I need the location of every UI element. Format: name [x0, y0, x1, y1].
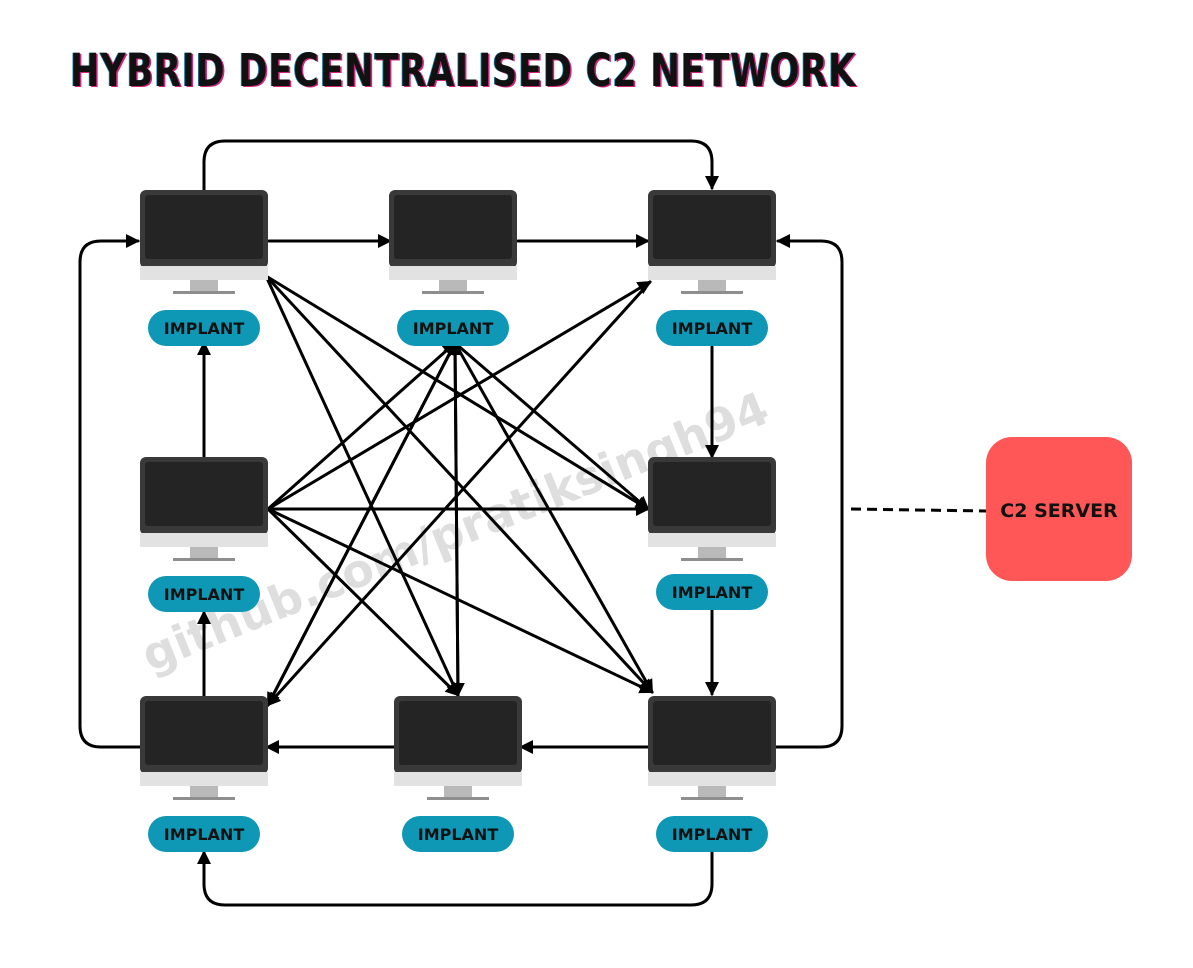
edge-bottom-right-to-top-right: [774, 234, 844, 749]
implant-badge: IMPLANT: [656, 310, 768, 346]
monitor-icon: [140, 190, 268, 294]
c2-server-label: C2 SERVER: [1000, 500, 1118, 522]
edge-bottom-right-to-bottom-left: [197, 849, 714, 907]
implant-badge: IMPLANT: [397, 310, 509, 346]
implant-badge: IMPLANT: [656, 574, 768, 610]
edge-middle-left-to-top-right: [266, 280, 652, 511]
implant-label: IMPLANT: [164, 585, 245, 604]
implant-label: IMPLANT: [413, 319, 494, 338]
edge-top-middle-to-bottom-right: [453, 341, 654, 694]
implant-node-middle-right[interactable]: IMPLANT: [648, 457, 776, 610]
monitor-icon: [648, 457, 776, 561]
implant-badge: IMPLANT: [656, 816, 768, 852]
implant-badge: IMPLANT: [402, 816, 514, 852]
edge-middle-left-to-bottom-right: [266, 507, 654, 694]
c2-server-node[interactable]: C2 SERVER: [986, 437, 1132, 581]
edge-top-left-to-bottom-right: [264, 274, 654, 694]
implant-node-bottom-right[interactable]: IMPLANT: [648, 696, 776, 852]
edge-top-right-to-bottom-left: [266, 280, 652, 707]
implant-badge: IMPLANT: [148, 816, 260, 852]
edge-middle-left-to-top-middle: [266, 341, 457, 511]
implant-label: IMPLANT: [672, 825, 753, 844]
implant-label: IMPLANT: [672, 583, 753, 602]
implant-node-bottom-middle[interactable]: IMPLANT: [394, 696, 522, 852]
edge-bottom-left-to-top-middle: [266, 341, 457, 707]
monitor-icon: [648, 696, 776, 800]
implant-node-middle-left[interactable]: IMPLANT: [140, 457, 268, 612]
implant-node-top-left[interactable]: IMPLANT: [140, 190, 268, 346]
implant-label: IMPLANT: [418, 825, 499, 844]
edge-top-left-to-top-right: [202, 139, 719, 192]
monitor-icon: [140, 696, 268, 800]
edge-top-left-to-bottom-middle: [264, 274, 460, 697]
edge-bottom-left-to-top-left: [78, 234, 142, 749]
implant-node-top-right[interactable]: IMPLANT: [648, 190, 776, 346]
edge-bottom-middle-to-top-middle: [448, 341, 463, 697]
monitor-icon: [140, 457, 268, 561]
implant-label: IMPLANT: [164, 825, 245, 844]
implant-node-bottom-left[interactable]: IMPLANT: [140, 696, 268, 852]
diagram-title: HYBRID DECENTRALISED C2 NETWORK: [70, 44, 857, 97]
implant-badge: IMPLANT: [148, 576, 260, 612]
implant-label: IMPLANT: [164, 319, 245, 338]
implant-label: IMPLANT: [672, 319, 753, 338]
implant-node-top-middle[interactable]: IMPLANT: [389, 190, 517, 346]
monitor-icon: [394, 696, 522, 800]
server-dashed-link: [850, 507, 987, 513]
edge-top-middle-to-middle-right: [453, 341, 650, 511]
monitor-icon: [389, 190, 517, 294]
c2-server-box: [986, 437, 1132, 581]
monitor-icon: [648, 190, 776, 294]
edge-top-left-to-middle-right: [264, 274, 650, 511]
implant-badge: IMPLANT: [148, 310, 260, 346]
